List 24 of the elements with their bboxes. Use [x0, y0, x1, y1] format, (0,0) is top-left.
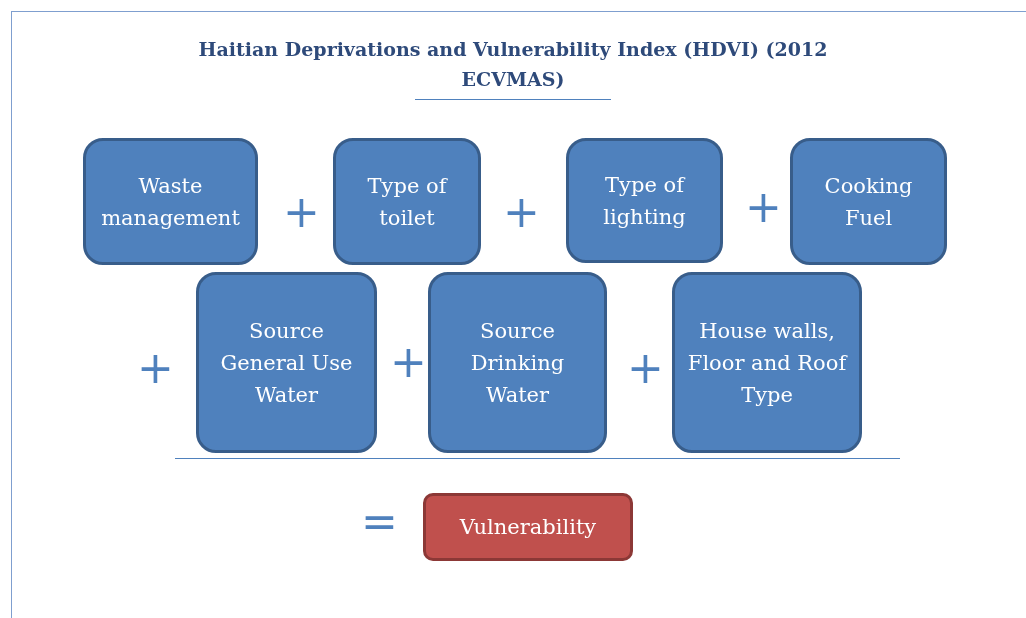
factor-box — [790, 138, 947, 265]
factor-box — [566, 138, 723, 263]
box-label: Source General Use Water — [219, 317, 354, 409]
box-label: Cooking Fuel — [823, 172, 914, 232]
operator-sign: + — [503, 190, 540, 234]
factor-box — [333, 138, 481, 265]
box-label: Vulnerability — [459, 514, 597, 541]
operator-sign: + — [390, 340, 427, 384]
operator-sign: + — [627, 346, 664, 390]
factor-box — [672, 272, 862, 453]
result-box — [423, 493, 633, 561]
operator-sign: = — [361, 500, 398, 544]
box-label: Source Drinking Water — [469, 317, 566, 409]
factor-box — [428, 272, 607, 453]
box-label: House walls, Floor and Roof Type — [686, 317, 849, 409]
title: Haitian Deprivations and Vulnerability Index (HDVI) (2012 ECVMAS) — [197, 37, 829, 92]
operator-sign: + — [137, 346, 174, 390]
box-label: Waste management — [100, 172, 241, 232]
operator-sign: + — [745, 185, 782, 229]
factor-box — [196, 272, 377, 453]
box-label: Type of lighting — [602, 171, 687, 231]
box-label: Type of toilet — [366, 172, 449, 232]
factor-box — [83, 138, 258, 265]
operator-sign: + — [283, 190, 320, 234]
